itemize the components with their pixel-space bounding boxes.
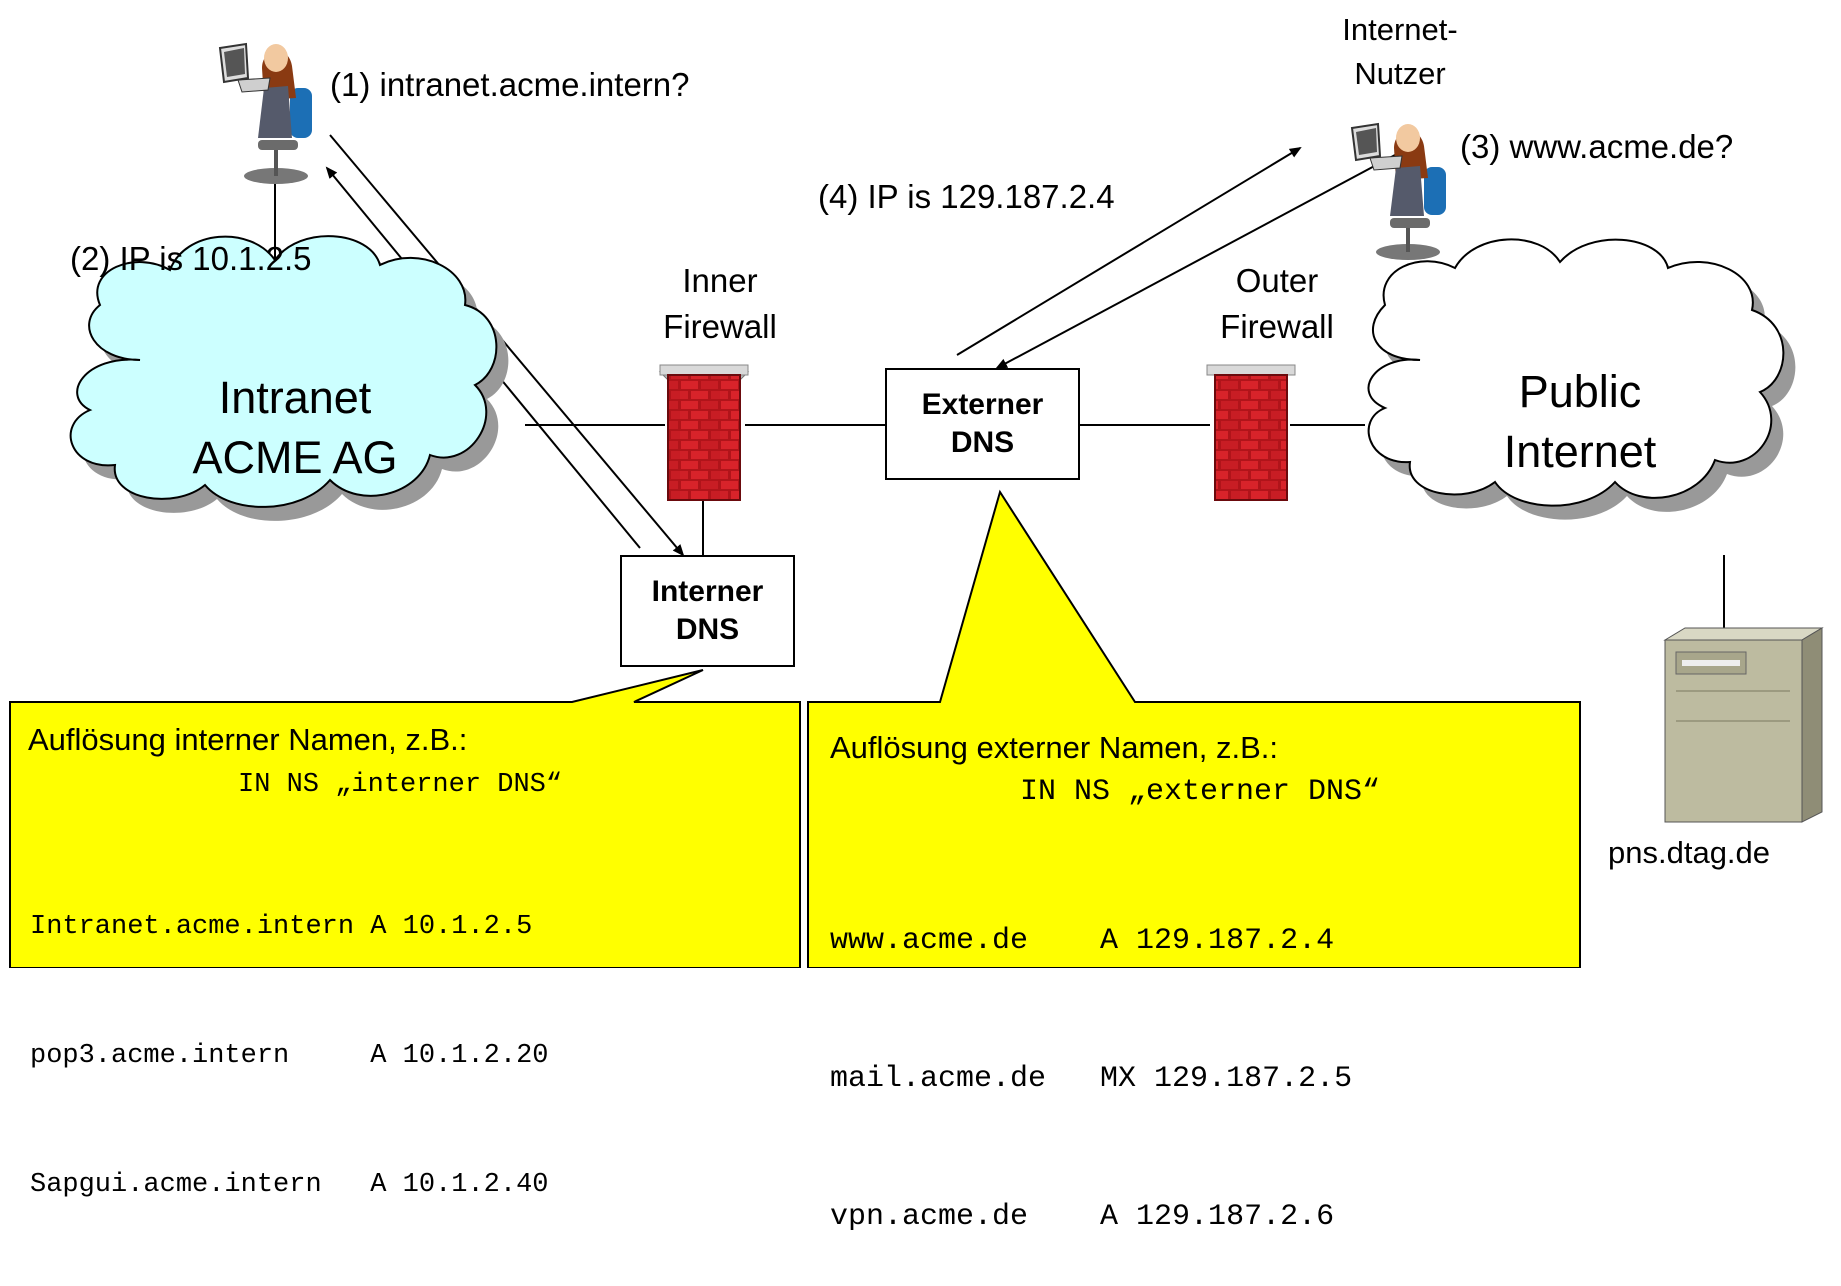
internal-record-3: Sapgui.acme.intern A 10.1.2.40 (30, 1170, 549, 1200)
outer-firewall-label-line-1: Outer (1235, 262, 1319, 299)
external-callout-records: www.acme.de A 129.187.2.4 mail.acme.de M… (830, 826, 1352, 1286)
internal-dns-label-line-1: Interner (651, 575, 764, 608)
internal-record-2: pop3.acme.intern A 10.1.2.20 (30, 1041, 549, 1071)
external-dns-label-line-1: Externer (921, 388, 1044, 421)
intranet-cloud-label-line-2: ACME AG (192, 432, 398, 483)
intranet-user-icon (218, 42, 312, 184)
outer-firewall-label-line-2: Firewall (1220, 308, 1334, 345)
inner-firewall-label: Inner Firewall (620, 258, 820, 350)
outer-firewall-label: Outer Firewall (1177, 258, 1377, 350)
internal-callout-records: Intranet.acme.intern A 10.1.2.5 pop3.acm… (30, 820, 548, 1250)
outer-firewall-icon (1206, 364, 1296, 501)
external-dns-callout (807, 489, 1581, 968)
public-internet-cloud-label-line-2: Internet (1503, 426, 1657, 477)
internal-dns-callout (9, 669, 801, 968)
public-internet-cloud-label: Public Internet (1430, 362, 1730, 482)
intranet-cloud-label-line-1: Intranet (218, 372, 372, 423)
network-diagram (9, 42, 1824, 968)
external-callout-ns: IN NS „externer DNS“ (1020, 775, 1381, 809)
arrow-query-1 (329, 134, 685, 557)
internal-callout-ns: IN NS „interner DNS“ (238, 770, 563, 800)
external-dns-label-line-2: DNS (950, 426, 1015, 459)
intranet-cloud (69, 235, 509, 521)
server-label: pns.dtag.de (1608, 835, 1771, 870)
internal-record-1: Intranet.acme.intern A 10.1.2.5 (30, 912, 533, 942)
internal-callout-heading: Auflösung interner Namen, z.B.: (28, 722, 468, 757)
internet-user-label: Internet- Nutzer (1300, 8, 1500, 96)
public-internet-cloud-label-line-1: Public (1518, 366, 1642, 417)
external-record-1: www.acme.de A 129.187.2.4 (830, 924, 1335, 958)
internet-user-label-line-1: Internet- (1342, 12, 1458, 47)
external-record-2: mail.acme.de MX 129.187.2.5 (830, 1062, 1353, 1096)
step-2-label: (2) IP is 10.1.2.5 (70, 240, 312, 277)
step-1-label: (1) intranet.acme.intern? (330, 66, 690, 103)
external-dns-box: Externer DNS (885, 368, 1080, 480)
step-4-label: (4) IP is 129.187.2.4 (818, 178, 1115, 215)
internet-user-label-line-2: Nutzer (1354, 56, 1446, 91)
callout-shapes (9, 489, 1581, 968)
internet-user-icon (1350, 122, 1446, 260)
inner-firewall-icon (658, 364, 750, 501)
inner-firewall-label-line-2: Firewall (663, 308, 777, 345)
intranet-cloud-label: Intranet ACME AG (145, 368, 445, 488)
external-callout-heading: Auflösung externer Namen, z.B.: (830, 730, 1279, 765)
step-3-label: (3) www.acme.de? (1460, 128, 1734, 165)
internal-dns-label-line-2: DNS (675, 613, 740, 646)
server-icon (1663, 627, 1824, 823)
public-internet-cloud (1367, 238, 1796, 520)
arrow-answer-4 (956, 146, 1302, 356)
external-record-3: vpn.acme.de A 129.187.2.6 (830, 1200, 1335, 1234)
inner-firewall-label-line-1: Inner (682, 262, 758, 299)
internal-dns-box: Interner DNS (620, 555, 795, 667)
arrow-query-3 (995, 154, 1396, 369)
